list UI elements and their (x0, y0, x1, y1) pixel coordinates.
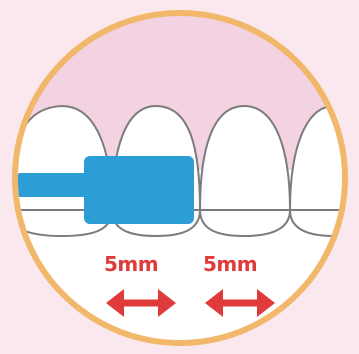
measurement-label-right: 5mm (203, 254, 257, 274)
toothbrush-head-icon (84, 156, 194, 224)
measurement-label-left: 5mm (104, 254, 158, 274)
